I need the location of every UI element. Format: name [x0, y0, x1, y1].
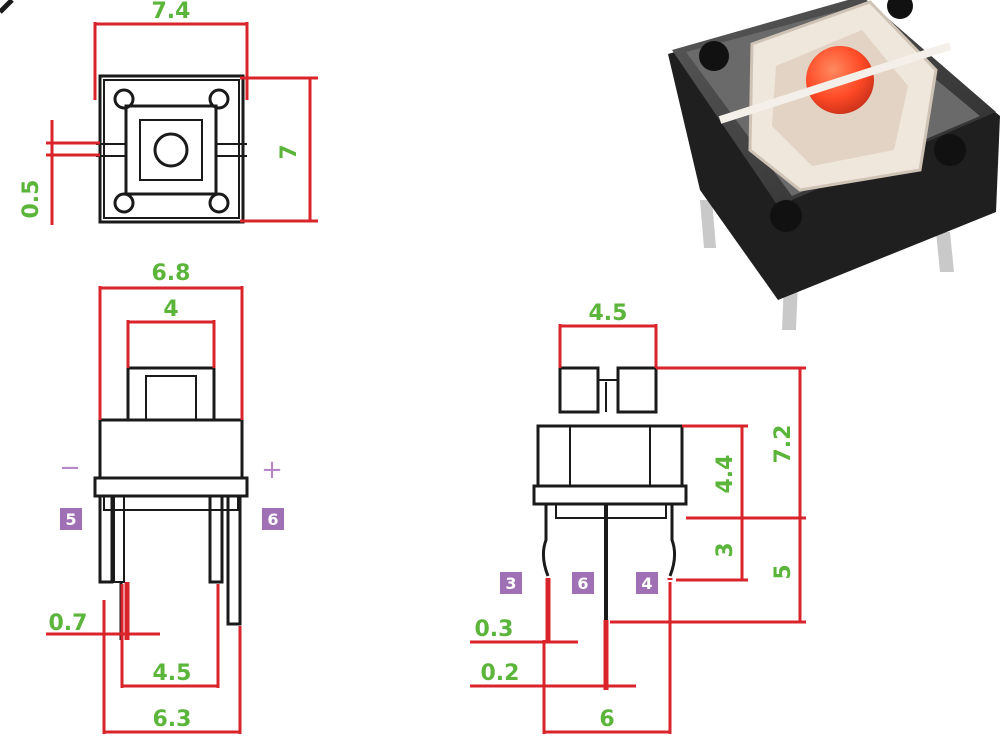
side-view: 4.5 7.2 4.4 3 5 0.3 0.2 6 3 6 4: [470, 301, 806, 734]
side-pin-pitch-label: 6: [599, 707, 614, 732]
top-height-label: 7: [277, 144, 302, 159]
front-body-width-label: 6.8: [152, 261, 191, 286]
side-cap-height-label: 4.4: [713, 455, 738, 494]
photo-pin: [936, 232, 954, 272]
front-view-dimension-lines: [46, 286, 244, 734]
photo-actuator-bar: [718, 42, 952, 124]
product-photo: [668, 0, 1000, 330]
corner-mark: [0, 0, 14, 14]
pin-badge-6-front: [262, 508, 284, 530]
pin-badge-5-label: 5: [65, 510, 76, 529]
pin-badge-6-side: [572, 572, 594, 594]
front-cap-width-label: 4: [163, 297, 178, 322]
side-pins-highlight: [545, 578, 673, 690]
pin-badge-6-front-label: 6: [267, 510, 278, 529]
side-total-height-label: 7.2: [771, 425, 796, 464]
photo-corner-hole: [887, 0, 913, 19]
top-view-outline: [96, 74, 247, 224]
pin-badge-5: [60, 508, 82, 530]
minus-sign: −: [59, 453, 81, 483]
side-view-outline: [532, 366, 688, 620]
photo-corner-hole: [699, 41, 729, 71]
top-view-dimension-lines: [46, 22, 318, 225]
photo-corner-hole: [770, 200, 802, 232]
pin-badge-3-label: 3: [505, 574, 516, 593]
side-view-dimension-lines: [470, 324, 806, 734]
pin-badge-3: [500, 572, 522, 594]
photo-pin: [700, 200, 716, 248]
front-pin-outer-pitch-label: 6.3: [153, 707, 192, 732]
top-width-label: 7.4: [152, 0, 191, 24]
pin-badge-4: [636, 572, 658, 594]
front-pin-width-label: 0.7: [49, 611, 88, 636]
pin-badge-6-side-label: 6: [577, 574, 588, 593]
front-view-outline: [93, 366, 249, 640]
plus-sign: +: [261, 455, 283, 485]
side-pin-thickness-b-label: 0.2: [481, 661, 520, 686]
front-view: 6.8 4 0.7 4.5 6.3 − + 5 6: [46, 261, 284, 734]
pin-badge-4-label: 4: [641, 574, 652, 593]
side-pin-height-label: 5: [771, 564, 796, 579]
top-view: 7.4 7 0.5: [19, 0, 318, 225]
photo-corner-hole: [934, 134, 966, 166]
side-body-height-label: 3: [713, 542, 738, 557]
side-pin-thickness-a-label: 0.3: [475, 617, 514, 642]
front-pin-inner-pitch-label: 4.5: [153, 661, 192, 686]
top-gap-label: 0.5: [19, 180, 44, 219]
side-cap-width-label: 4.5: [589, 301, 628, 326]
